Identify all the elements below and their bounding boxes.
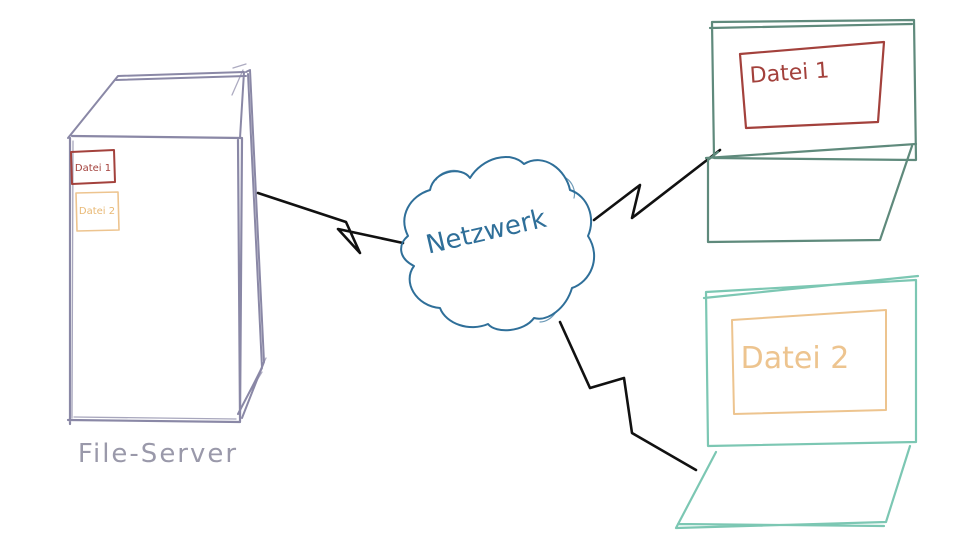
link-network-client2 bbox=[558, 320, 698, 472]
server-file-2: Datei 2 bbox=[75, 191, 120, 232]
link-network-client1 bbox=[592, 148, 722, 222]
client-1-file-box bbox=[738, 40, 886, 130]
server-front bbox=[66, 134, 244, 426]
server-top bbox=[67, 71, 247, 139]
server-top-sketch bbox=[231, 63, 247, 96]
client-laptop-1: Datei 1 bbox=[704, 18, 918, 244]
server-file-1-label: Datei 1 bbox=[75, 163, 111, 174]
laptop-1-base bbox=[704, 142, 918, 244]
laptop-2-base bbox=[674, 444, 912, 530]
client-2-file: Datei 2 bbox=[731, 309, 887, 415]
laptop-2-screen bbox=[702, 274, 920, 448]
links bbox=[256, 148, 722, 472]
server-side-sketch bbox=[247, 357, 267, 396]
client-2-file-label: Datei 2 bbox=[741, 341, 850, 376]
server-side bbox=[237, 69, 265, 419]
server-file-2-label: Datei 2 bbox=[79, 206, 115, 217]
server-file-1: Datei 1 bbox=[70, 149, 116, 185]
client-2-file-box bbox=[731, 309, 887, 415]
client-laptop-2: Datei 2 bbox=[674, 274, 920, 530]
file-server: Datei 1 Datei 2 File-Server bbox=[66, 63, 267, 469]
network-label: Netzwerk bbox=[423, 204, 549, 261]
client-1-file: Datei 1 bbox=[738, 40, 886, 130]
network-cloud: Netzwerk bbox=[400, 155, 596, 332]
cloud-outline bbox=[400, 155, 596, 332]
server-label: File-Server bbox=[78, 439, 238, 469]
laptop-1-screen bbox=[708, 18, 918, 162]
server-file-2-box bbox=[75, 191, 120, 232]
cloud-sketch bbox=[435, 169, 576, 323]
server-file-1-box bbox=[70, 149, 116, 185]
client-1-file-label: Datei 1 bbox=[749, 58, 830, 88]
link-server-network bbox=[256, 191, 405, 255]
server-front-sketch bbox=[71, 140, 237, 420]
